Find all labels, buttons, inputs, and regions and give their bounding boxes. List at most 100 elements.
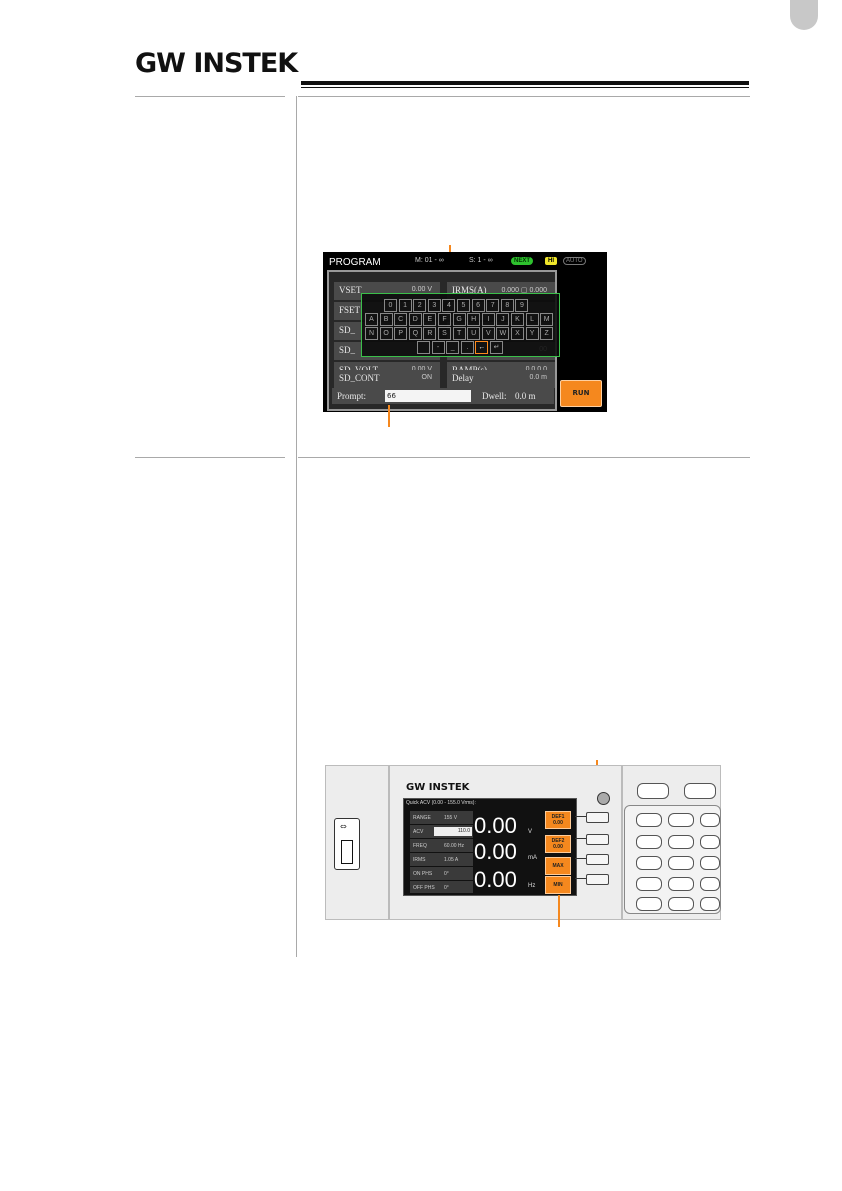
table-rule-left-mid bbox=[135, 457, 285, 458]
table-divider-bottom bbox=[296, 457, 297, 957]
keypad-key[interactable] bbox=[700, 813, 720, 827]
function-key-3[interactable] bbox=[586, 854, 609, 865]
keyboard-key[interactable]: M bbox=[540, 313, 554, 326]
page-tab-marker bbox=[790, 0, 818, 30]
keyboard-key[interactable]: B bbox=[379, 313, 393, 326]
keyboard-key[interactable]: 4 bbox=[442, 299, 456, 312]
keyboard-key[interactable]: T bbox=[452, 327, 466, 340]
keyboard-key[interactable]: Z bbox=[540, 327, 554, 340]
param-row-right[interactable]: Delay 0.0 m bbox=[447, 370, 555, 388]
keyboard-key[interactable]: J bbox=[496, 313, 510, 326]
function-key-1[interactable] bbox=[586, 812, 609, 823]
keypad-key[interactable] bbox=[668, 877, 694, 891]
keypad-key[interactable] bbox=[684, 783, 716, 799]
keyboard-key[interactable]: W bbox=[496, 327, 510, 340]
keyboard-key[interactable]: 3 bbox=[427, 299, 441, 312]
brand-logo: GW INSTEK bbox=[135, 48, 298, 79]
header-rule bbox=[301, 81, 749, 85]
keypad-key[interactable] bbox=[700, 856, 720, 870]
keyboard-key[interactable]: G bbox=[452, 313, 466, 326]
keypad-key[interactable] bbox=[636, 835, 662, 849]
keypad-key[interactable] bbox=[668, 856, 694, 870]
function-key-4[interactable] bbox=[586, 874, 609, 885]
keyboard-key[interactable]: - bbox=[431, 341, 445, 354]
function-key-2[interactable] bbox=[586, 834, 609, 845]
keypad-key[interactable] bbox=[700, 897, 720, 911]
keypad-key[interactable] bbox=[636, 877, 662, 891]
keyboard-key[interactable]: R bbox=[423, 327, 437, 340]
softkey-max[interactable]: MAX bbox=[545, 857, 571, 875]
keypad-key[interactable] bbox=[668, 813, 694, 827]
hi-badge: HI bbox=[545, 257, 557, 265]
keyboard-key[interactable]: ← bbox=[475, 341, 489, 354]
param-row-left[interactable]: SD_CONT ON bbox=[334, 370, 440, 388]
run-button[interactable]: RUN bbox=[560, 380, 602, 407]
keyboard-key[interactable]: S bbox=[438, 327, 451, 340]
keyboard-key[interactable]: C bbox=[394, 313, 408, 326]
usb-port[interactable] bbox=[341, 840, 353, 864]
keypad-key[interactable] bbox=[636, 897, 662, 911]
reading-voltage: 0.00 bbox=[474, 813, 517, 838]
keyboard-key[interactable]: A bbox=[365, 313, 378, 326]
memory-indicator: M: 01 - ∞ bbox=[415, 257, 444, 264]
keyboard-key[interactable]: V bbox=[481, 327, 495, 340]
dwell-label: Dwell: bbox=[482, 391, 507, 401]
keyboard-key[interactable]: H bbox=[467, 313, 481, 326]
header-rule-thin bbox=[301, 87, 749, 88]
keyboard-key[interactable]: P bbox=[394, 327, 408, 340]
keyboard-key[interactable]: E bbox=[423, 313, 437, 326]
callout-prompt bbox=[388, 405, 390, 427]
rotary-knob[interactable] bbox=[597, 792, 610, 805]
keyboard-key[interactable]: Q bbox=[408, 327, 422, 340]
keyboard-key[interactable]: . bbox=[460, 341, 474, 354]
prompt-row: Prompt: 66 Dwell: 0.0 m bbox=[332, 388, 554, 404]
keyboard-key[interactable]: 0 bbox=[384, 299, 397, 312]
prompt-label: Prompt: bbox=[337, 391, 367, 401]
keyboard-key[interactable]: U bbox=[467, 327, 481, 340]
keyboard-key[interactable]: Y bbox=[525, 327, 539, 340]
program-screen: PROGRAM M: 01 - ∞ S: 1 - ∞ NEXT HI AUTO … bbox=[323, 252, 607, 412]
keyboard-key[interactable]: 6 bbox=[471, 299, 485, 312]
front-panel-logo: GW INSTEK bbox=[406, 782, 470, 793]
keyboard-key[interactable]: 5 bbox=[457, 299, 470, 312]
keyboard-key[interactable]: L bbox=[525, 313, 539, 326]
keypad-key[interactable] bbox=[636, 856, 662, 870]
keyboard-key[interactable]: _ bbox=[446, 341, 460, 354]
prompt-input[interactable]: 66 bbox=[385, 390, 471, 402]
keyboard-key[interactable]: D bbox=[408, 313, 422, 326]
keyboard-key[interactable]: 1 bbox=[398, 299, 412, 312]
keypad-key[interactable] bbox=[636, 813, 662, 827]
keyboard-key[interactable]: 7 bbox=[486, 299, 500, 312]
keyboard-key[interactable]: F bbox=[438, 313, 451, 326]
table-rule-left-top bbox=[135, 96, 285, 97]
keypad-key[interactable] bbox=[637, 783, 669, 799]
keyboard-key[interactable]: 9 bbox=[515, 299, 529, 312]
table-rule-right-mid bbox=[298, 457, 750, 458]
keyboard-key[interactable]: O bbox=[379, 327, 393, 340]
auto-badge: AUTO bbox=[563, 257, 586, 265]
keyboard-key[interactable]: N bbox=[365, 327, 378, 340]
keyboard-key[interactable]: X bbox=[511, 327, 524, 340]
keyboard-key[interactable]: 2 bbox=[413, 299, 427, 312]
step-indicator: S: 1 - ∞ bbox=[469, 257, 493, 264]
keyboard-key[interactable]: ↵ bbox=[490, 341, 503, 354]
softkey-min[interactable]: MIN bbox=[545, 876, 571, 894]
keypad-key[interactable] bbox=[700, 835, 720, 849]
table-rule-right-top bbox=[298, 96, 750, 97]
keyboard-key[interactable]: I bbox=[481, 313, 495, 326]
keyboard-key[interactable] bbox=[417, 341, 430, 354]
keypad-key[interactable] bbox=[668, 897, 694, 911]
keypad-key[interactable] bbox=[668, 835, 694, 849]
reading-frequency: 0.00 bbox=[474, 867, 517, 892]
keypad-key[interactable] bbox=[700, 877, 720, 891]
keyboard-key[interactable]: K bbox=[511, 313, 524, 326]
keyboard-key[interactable]: 8 bbox=[500, 299, 514, 312]
